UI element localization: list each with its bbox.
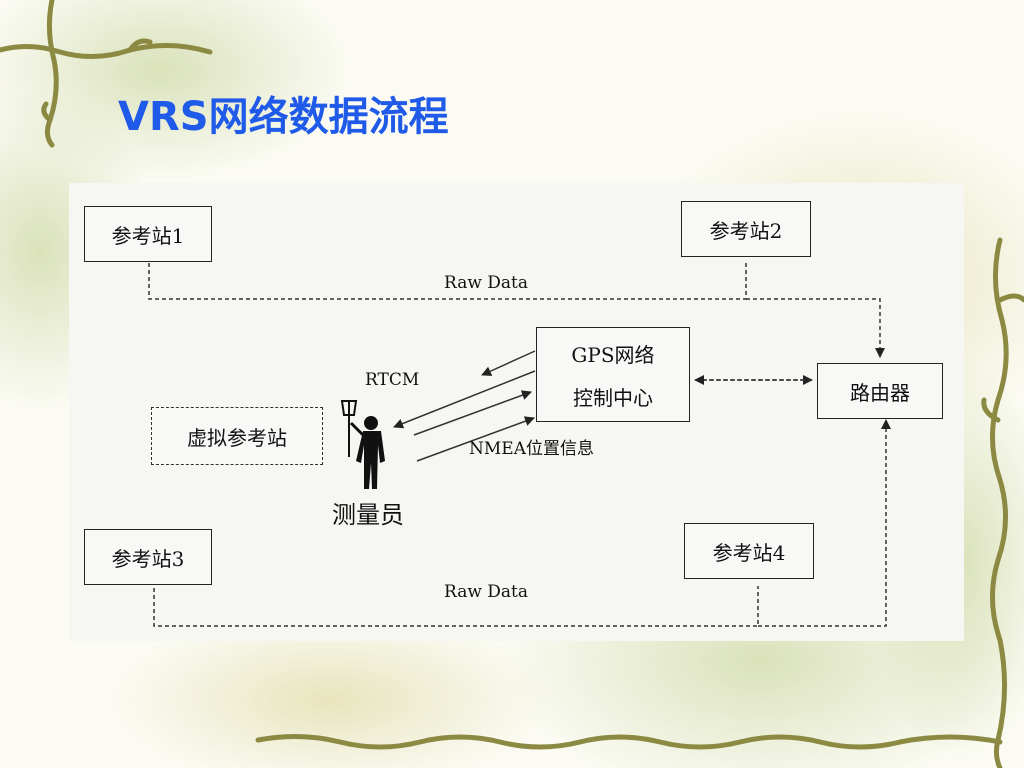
vrs-flow-diagram: 参考站1 参考站2 参考站3 参考站4 虚拟参考站 GPS网络 控制中心 路由器… bbox=[69, 183, 964, 641]
dashed-arrow bbox=[153, 586, 759, 627]
dashed-arrow bbox=[746, 298, 885, 358]
reference-station-2: 参考站2 bbox=[681, 201, 811, 257]
raw-data-label-bottom: Raw Data bbox=[444, 582, 529, 602]
virtual-reference-station: 虚拟参考站 bbox=[151, 407, 323, 465]
nmea-label: NMEA位置信息 bbox=[469, 439, 594, 459]
reference-station-4: 参考站4 bbox=[684, 523, 814, 579]
surveyor-label: 测量员 bbox=[332, 501, 404, 529]
control-center-line1: GPS网络 bbox=[571, 342, 655, 367]
reference-station-1: 参考站1 bbox=[84, 206, 212, 262]
reference-station-3: 参考站3 bbox=[84, 529, 212, 585]
surveyor-figure-icon bbox=[340, 400, 385, 489]
control-center-line2: 控制中心 bbox=[573, 385, 653, 410]
solid-arrow bbox=[413, 390, 532, 436]
vine-decoration bbox=[0, 0, 213, 148]
slide-title: VRS网络数据流程 bbox=[118, 94, 449, 140]
diagram-connectors bbox=[148, 263, 891, 627]
solid-arrow bbox=[481, 350, 536, 376]
router: 路由器 bbox=[817, 363, 943, 419]
solid-arrow bbox=[393, 370, 536, 429]
rtcm-label: RTCM bbox=[365, 370, 420, 390]
gps-network-control-center: GPS网络 控制中心 bbox=[536, 327, 690, 422]
solid-arrow bbox=[416, 416, 535, 462]
dashed-arrow bbox=[758, 419, 891, 627]
dashed-arrow bbox=[148, 263, 747, 300]
raw-data-label-top: Raw Data bbox=[444, 273, 529, 293]
